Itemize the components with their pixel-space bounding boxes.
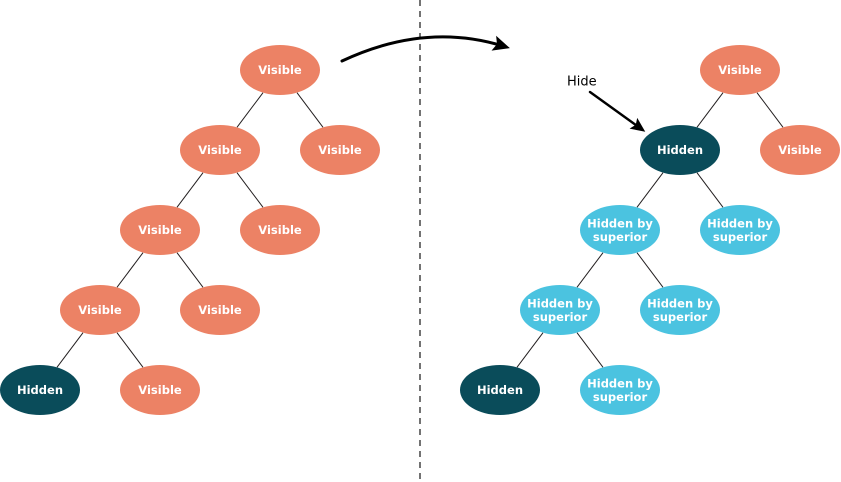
tree-edge xyxy=(56,332,84,368)
node-shape xyxy=(640,125,720,175)
tree-node-hidden[interactable]: Hidden xyxy=(460,365,540,415)
node-shape xyxy=(180,285,260,335)
tree-edge xyxy=(236,172,264,208)
tree-node-visible[interactable]: Visible xyxy=(60,285,140,335)
tree-edge xyxy=(636,172,664,208)
node-shape xyxy=(180,125,260,175)
tree-node-visible[interactable]: Visible xyxy=(760,125,840,175)
node-shape xyxy=(580,205,660,255)
node-shape xyxy=(700,45,780,95)
node-shape xyxy=(700,205,780,255)
tree-node-visible[interactable]: Visible xyxy=(120,205,200,255)
tree-node-hidden[interactable]: Hidden xyxy=(0,365,80,415)
tree-edge xyxy=(296,92,324,128)
transition-arrow-icon xyxy=(340,35,510,63)
node-shape xyxy=(60,285,140,335)
tree-edge xyxy=(576,252,604,288)
tree-edge xyxy=(236,92,264,128)
tree-node-visible[interactable]: Visible xyxy=(700,45,780,95)
tree-node-hidden[interactable]: Hidden xyxy=(640,125,720,175)
hide-callout-arrow-icon xyxy=(588,90,646,132)
node-shape xyxy=(300,125,380,175)
tree-edge xyxy=(576,332,604,368)
tree-edge xyxy=(636,252,664,288)
tree-node-visible[interactable]: Visible xyxy=(180,125,260,175)
tree-node-visible[interactable]: Visible xyxy=(300,125,380,175)
tree-node-visible[interactable]: Visible xyxy=(120,365,200,415)
tree-node-visible[interactable]: Visible xyxy=(180,285,260,335)
tree-edge xyxy=(696,92,724,128)
tree-node-visible[interactable]: Visible xyxy=(240,45,320,95)
tree-edge xyxy=(116,252,144,288)
tree-node-visible[interactable]: Visible xyxy=(240,205,320,255)
tree-edge xyxy=(756,92,784,128)
node-shape xyxy=(120,205,200,255)
node-shape xyxy=(460,365,540,415)
node-shape xyxy=(580,365,660,415)
tree-edge xyxy=(176,172,204,208)
edges-layer xyxy=(56,92,784,368)
node-shape xyxy=(240,45,320,95)
tree-edge xyxy=(696,172,724,208)
node-shape xyxy=(120,365,200,415)
hide-callout-label: Hide xyxy=(567,75,597,90)
node-shape xyxy=(0,365,80,415)
node-shape xyxy=(240,205,320,255)
node-shape xyxy=(640,285,720,335)
tree-edge xyxy=(116,332,144,368)
node-shape xyxy=(520,285,600,335)
tree-edge xyxy=(516,332,544,368)
tree-edge xyxy=(176,252,204,288)
node-shape xyxy=(760,125,840,175)
